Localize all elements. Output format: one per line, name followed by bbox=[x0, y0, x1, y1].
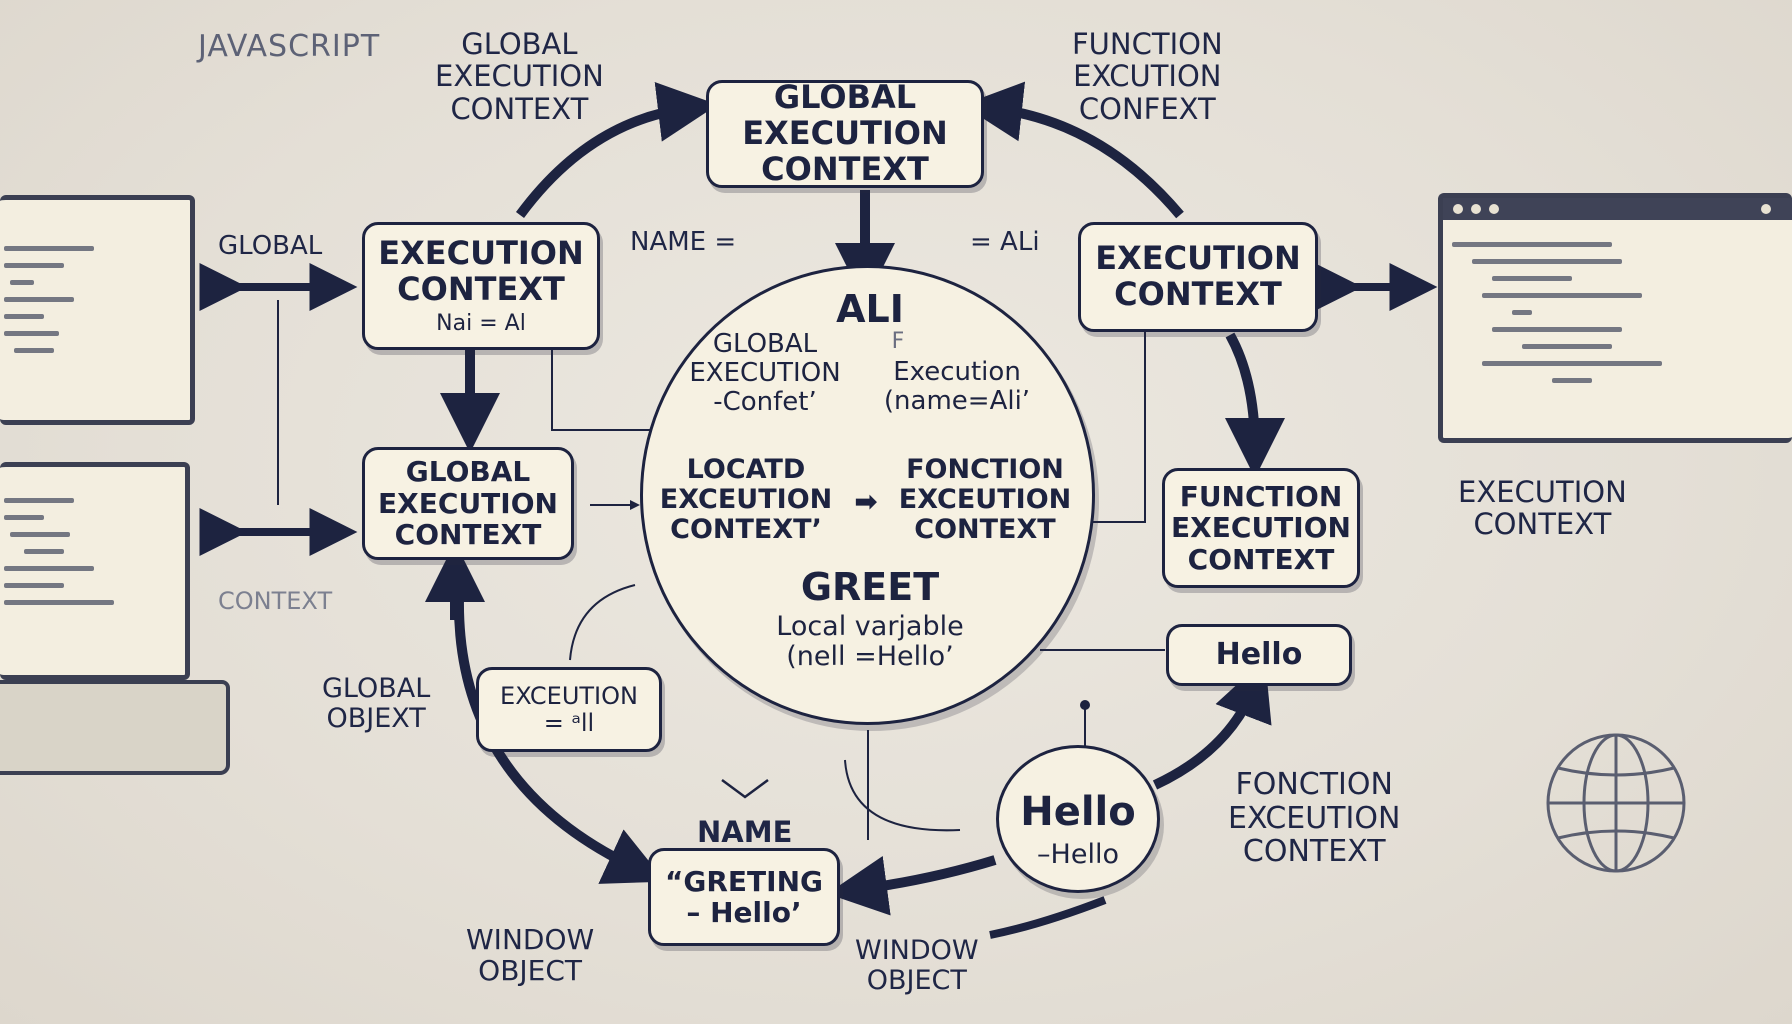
code-line bbox=[4, 263, 64, 268]
circle-f-label: F bbox=[891, 329, 905, 354]
window-dot bbox=[1761, 204, 1771, 214]
small-chevron bbox=[721, 778, 769, 799]
globe-icon bbox=[1546, 733, 1686, 873]
circle-local-execution: LOCATD EXCEUTION CONTEXT’ bbox=[659, 454, 833, 546]
code-line bbox=[1512, 310, 1532, 315]
hello-circle-big: Hello bbox=[1020, 789, 1136, 835]
code-line bbox=[1472, 259, 1622, 264]
code-line bbox=[1482, 361, 1662, 366]
laptop-keyboard bbox=[0, 680, 230, 775]
window-dot bbox=[1471, 204, 1481, 214]
code-line bbox=[4, 566, 94, 571]
arc-arrow-right-down bbox=[1224, 332, 1285, 478]
thin-curve-small-box bbox=[569, 584, 636, 661]
connector-dot bbox=[1080, 700, 1090, 710]
code-line bbox=[14, 348, 54, 353]
code-line bbox=[4, 331, 59, 336]
global-side-label: GLOBAL bbox=[218, 231, 323, 261]
left-execution-context-box: EXECUTION CONTEXT Nai = Al bbox=[362, 222, 600, 350]
window-object-left-label: WINDOW OBJECT bbox=[466, 923, 595, 988]
arc-arrow-top-left bbox=[515, 82, 718, 218]
hello-box: Hello bbox=[1166, 624, 1352, 686]
bottom-right-fec-label: FONCTION EXCEUTION CONTEXT bbox=[1228, 767, 1401, 870]
eq-ali-label: = ALi bbox=[970, 227, 1040, 257]
code-line bbox=[1482, 293, 1642, 298]
circle-greet: GREET bbox=[800, 565, 940, 609]
small-execution-box: EXCEUTION = ᵃll bbox=[476, 667, 662, 752]
window-dot bbox=[1489, 204, 1499, 214]
code-line bbox=[1492, 276, 1572, 281]
left-execution-context-title: EXECUTION CONTEXT bbox=[378, 233, 584, 308]
window-object-right-label: WINDOW OBJECT bbox=[855, 935, 979, 997]
code-line bbox=[10, 532, 70, 537]
arc-arrow-bottom-mid bbox=[827, 855, 997, 916]
circle-fonction-execution: FONCTION EXCEUTION CONTEXT bbox=[898, 454, 1072, 546]
central-context-circle bbox=[640, 265, 1095, 725]
left-execution-context-sub: Nai = Al bbox=[436, 310, 526, 336]
top-global-execution-context-box: GLOBAL EXECUTION CONTEXT bbox=[706, 79, 984, 188]
thin-line-left-box-circle bbox=[551, 340, 650, 431]
context-side-label: CONTEXT bbox=[218, 587, 333, 615]
left-global-execution-context-box: GLOBAL EXECUTION CONTEXT bbox=[362, 447, 574, 560]
code-line bbox=[4, 583, 64, 588]
arc-arrow-bottom-right-up bbox=[1152, 658, 1272, 790]
name-label: NAME bbox=[697, 815, 793, 849]
window-dot bbox=[1453, 204, 1463, 214]
code-line bbox=[10, 280, 34, 285]
laptop-bottom-screen bbox=[0, 462, 190, 680]
browser-window-icon bbox=[1438, 193, 1792, 443]
arc-arrow-top-right bbox=[962, 81, 1184, 219]
top-left-gec-label: GLOBAL EXECUTION CONTEXT bbox=[435, 27, 604, 126]
thin-curve-bottom bbox=[844, 759, 961, 832]
circle-execution-name: Execution (name=Ali’ bbox=[883, 357, 1031, 417]
code-line bbox=[4, 297, 74, 302]
hello-circle bbox=[996, 745, 1160, 893]
right-function-execution-context-box: FUNCTION EXECUTION CONTEXT bbox=[1162, 468, 1360, 588]
right-exec-context-label: EXECUTION CONTEXT bbox=[1458, 475, 1627, 542]
top-right-fec-label: FUNCTION EXCUTION CONFEXT bbox=[1072, 27, 1223, 126]
name-eq-label: NAME = bbox=[630, 227, 737, 257]
code-line bbox=[1552, 378, 1592, 383]
arrow-bottom-right-elbow bbox=[989, 896, 1107, 939]
thin-line-circle-right bbox=[1090, 330, 1146, 523]
laptop-top-screen bbox=[0, 195, 195, 425]
code-line bbox=[4, 600, 114, 605]
circle-local-variable: Local varjable (nell =Hello’ bbox=[776, 611, 964, 673]
code-line bbox=[1522, 344, 1612, 349]
greeting-box: “GRETING – Hello’ bbox=[648, 848, 840, 946]
code-line bbox=[1492, 327, 1622, 332]
circle-global-execution: GLOBAL EXECUTION -Confet’ bbox=[689, 329, 841, 418]
hello-circle-small: –Hello bbox=[1037, 839, 1119, 870]
circle-arrow-icon: ➡ bbox=[854, 485, 878, 518]
circle-title-ali: ALI bbox=[836, 287, 904, 331]
code-line bbox=[24, 549, 64, 554]
code-line bbox=[4, 246, 94, 251]
right-execution-context-box: EXECUTION CONTEXT bbox=[1078, 222, 1318, 332]
code-line bbox=[4, 314, 44, 319]
code-line bbox=[4, 498, 74, 503]
code-line bbox=[1452, 242, 1612, 247]
browser-titlebar bbox=[1443, 198, 1792, 220]
javascript-label: JAVASCRIPT bbox=[198, 29, 381, 64]
global-object-label: GLOBAL OBJEXT bbox=[322, 673, 431, 735]
code-line bbox=[4, 515, 44, 520]
